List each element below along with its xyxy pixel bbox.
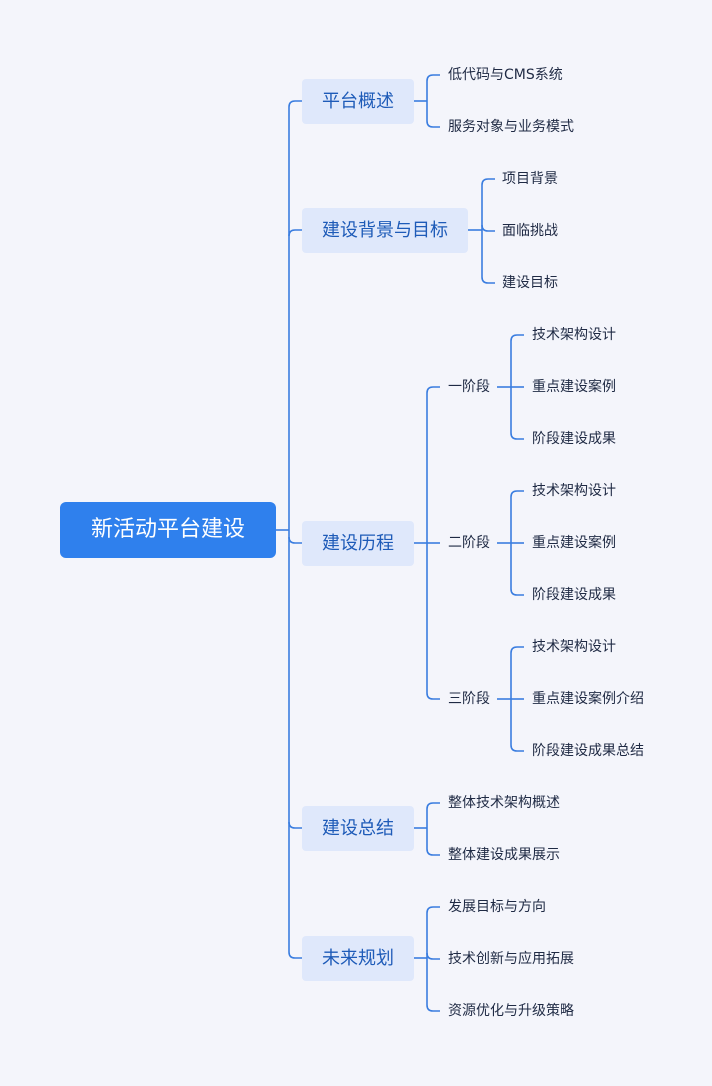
b4-link-branch-0 xyxy=(426,906,440,914)
b0-link-branch-0 xyxy=(426,74,440,82)
leaf-challenges[interactable]: 面临挑战 xyxy=(502,223,558,239)
leaf-s2-cases[interactable]: 重点建设案例 xyxy=(532,535,616,551)
root-node[interactable]: 新活动平台建设 xyxy=(60,502,276,558)
leaf-overall-architecture[interactable]: 整体技术架构概述 xyxy=(448,795,560,811)
b0-link-branch-1 xyxy=(426,120,440,128)
branch-background-goals[interactable]: 建设背景与目标 xyxy=(302,208,468,253)
root-link-branch-4 xyxy=(288,951,302,959)
leaf-s2-architecture[interactable]: 技术架构设计 xyxy=(532,483,616,499)
s3-link-branch-0 xyxy=(510,646,524,654)
root-link-branch-1 xyxy=(288,229,302,237)
b4-link-branch-2 xyxy=(426,1004,440,1012)
s2-link-branch-2 xyxy=(510,588,524,596)
leaf-low-code-cms[interactable]: 低代码与CMS系统 xyxy=(448,67,563,83)
leaf-tech-innovation[interactable]: 技术创新与应用拓展 xyxy=(448,951,574,967)
branch-future-plan[interactable]: 未来规划 xyxy=(302,936,414,981)
leaf-s2-results[interactable]: 阶段建设成果 xyxy=(532,587,616,603)
root-link-branch-2 xyxy=(288,536,302,544)
s1-link-branch-2 xyxy=(510,432,524,440)
b3-link-branch-0 xyxy=(426,802,440,810)
leaf-s3-architecture[interactable]: 技术架构设计 xyxy=(532,639,616,655)
leaf-s1-results[interactable]: 阶段建设成果 xyxy=(532,431,616,447)
leaf-overall-results[interactable]: 整体建设成果展示 xyxy=(448,847,560,863)
leaf-s1-cases[interactable]: 重点建设案例 xyxy=(532,379,616,395)
stage-two[interactable]: 二阶段 xyxy=(448,535,490,551)
b1-link-branch-2 xyxy=(481,276,495,284)
stage-three[interactable]: 三阶段 xyxy=(448,691,490,707)
branch-construction-summary[interactable]: 建设总结 xyxy=(302,806,414,851)
stage-one[interactable]: 一阶段 xyxy=(448,379,490,395)
s2-link-branch-0 xyxy=(510,490,524,498)
leaf-development-goals[interactable]: 发展目标与方向 xyxy=(448,899,546,915)
leaf-s3-results[interactable]: 阶段建设成果总结 xyxy=(532,743,644,759)
leaf-s3-cases[interactable]: 重点建设案例介绍 xyxy=(532,691,644,707)
branch-platform-overview[interactable]: 平台概述 xyxy=(302,79,414,124)
b1-link-branch-0 xyxy=(481,178,495,186)
branch-construction-history[interactable]: 建设历程 xyxy=(302,521,414,566)
b2-link-branch-0 xyxy=(426,386,440,394)
b3-link-branch-1 xyxy=(426,848,440,856)
root-link-branch-0 xyxy=(288,100,302,108)
b1-link-branch-1 xyxy=(481,224,495,232)
root-link-branch-3 xyxy=(288,821,302,829)
s3-link-branch-2 xyxy=(510,744,524,752)
leaf-s1-architecture[interactable]: 技术架构设计 xyxy=(532,327,616,343)
b4-link-branch-1 xyxy=(426,952,440,960)
leaf-build-goals[interactable]: 建设目标 xyxy=(502,275,558,291)
s1-link-branch-0 xyxy=(510,334,524,342)
leaf-service-business[interactable]: 服务对象与业务模式 xyxy=(448,119,574,135)
leaf-resource-optimization[interactable]: 资源优化与升级策略 xyxy=(448,1003,574,1019)
b2-link-branch-2 xyxy=(426,692,440,700)
leaf-project-background[interactable]: 项目背景 xyxy=(502,171,558,187)
